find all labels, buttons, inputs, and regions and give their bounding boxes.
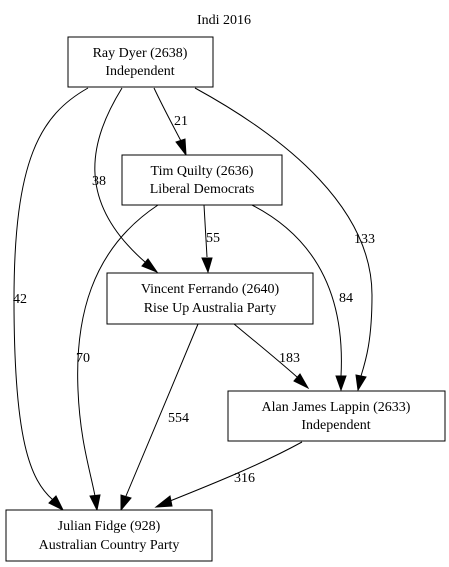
edge-ferrando-to-lappin: 183 (233, 323, 310, 390)
edge-label: 38 (92, 174, 106, 189)
node-name: Vincent Ferrando (2640) (141, 282, 280, 297)
edge-dyer-to-fidge: 42 (13, 87, 89, 512)
edge-label: 183 (279, 351, 300, 366)
node-party: Independent (301, 418, 370, 433)
edge-quilty-to-ferrando: 55 (201, 204, 220, 274)
node-party: Australian Country Party (39, 538, 180, 553)
node-name: Alan James Lappin (2633) (262, 400, 411, 415)
edge-quilty-to-fidge: 70 (76, 204, 159, 512)
edge-label: 42 (13, 292, 27, 307)
node-name: Ray Dyer (2638) (93, 46, 188, 61)
node-julian-fidge: Julian Fidge (928) Australian Country Pa… (5, 509, 213, 562)
node-vincent-ferrando: Vincent Ferrando (2640) Rise Up Australi… (106, 272, 314, 325)
edge-dyer-to-quilty: 21 (153, 87, 188, 157)
node-party: Liberal Democrats (150, 182, 255, 197)
node-tim-quilty: Tim Quilty (2636) Liberal Democrats (121, 154, 283, 206)
edge-quilty-to-lappin: 84 (251, 204, 353, 392)
node-name: Tim Quilty (2636) (151, 164, 254, 179)
edge-label: 70 (76, 351, 90, 366)
edge-label: 133 (354, 232, 375, 247)
node-name: Julian Fidge (928) (58, 519, 161, 534)
edge-dyer-to-ferrando: 38 (92, 87, 159, 274)
node-party: Rise Up Australia Party (144, 301, 277, 316)
edge-label: 55 (206, 231, 220, 246)
diagram-title: Indi 2016 (197, 13, 251, 28)
node-alan-james-lappin: Alan James Lappin (2633) Independent (227, 390, 446, 442)
edge-label: 21 (174, 114, 188, 129)
edge-ferrando-to-fidge: 554 (120, 323, 199, 512)
edge-label: 84 (339, 291, 353, 306)
edge-label: 316 (234, 471, 255, 486)
node-party: Independent (105, 64, 174, 79)
edge-dyer-to-lappin: 133 (194, 87, 375, 392)
edge-label: 554 (168, 411, 189, 426)
node-ray-dyer: Ray Dyer (2638) Independent (67, 36, 214, 88)
edge-lappin-to-fidge: 316 (154, 441, 303, 508)
